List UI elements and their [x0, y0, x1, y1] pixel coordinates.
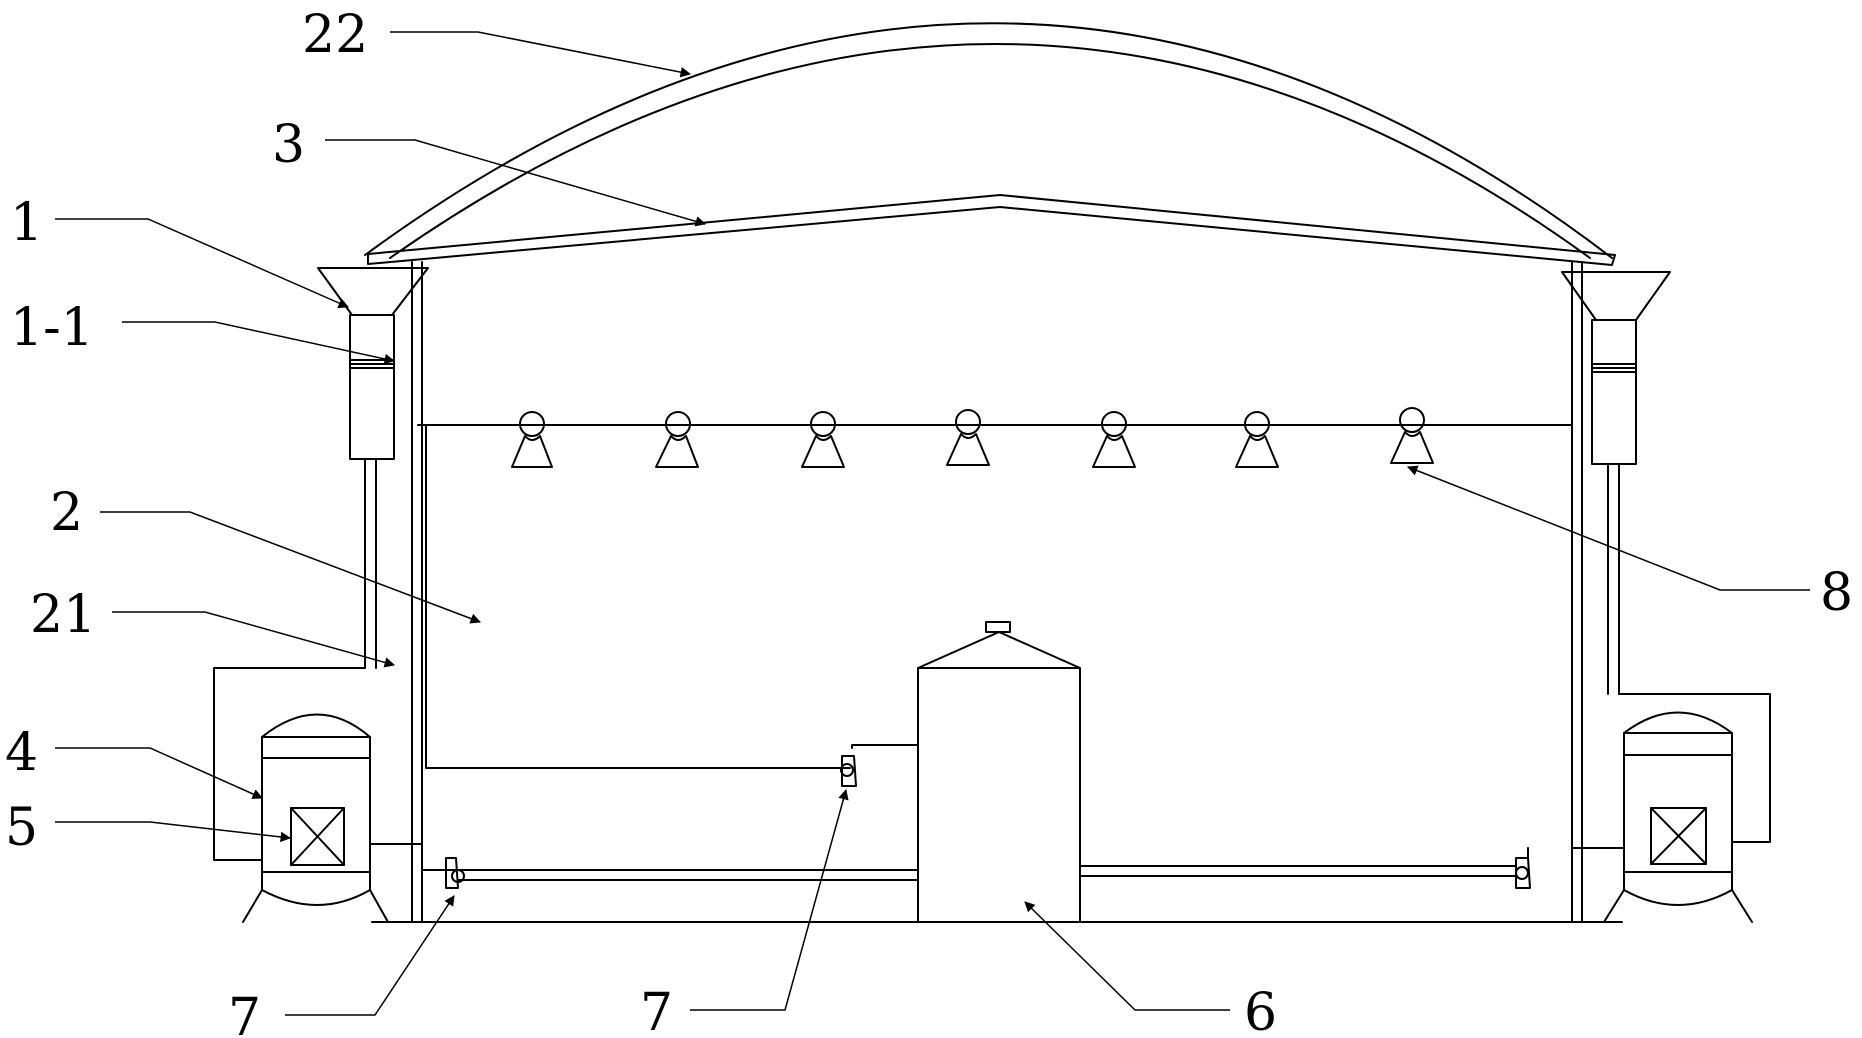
- left-funnel-assembly: [317, 267, 429, 669]
- water-tank: [917, 621, 1081, 923]
- spray-nozzles: [511, 407, 1434, 468]
- building-walls: [371, 261, 1623, 923]
- right-tank: [1571, 693, 1771, 923]
- label-8: 8: [1820, 563, 1853, 623]
- nozzle: [511, 411, 553, 468]
- nozzle: [1235, 411, 1279, 468]
- label-5: 5: [5, 798, 38, 858]
- pump-center: [840, 755, 857, 787]
- label-22: 22: [302, 5, 368, 65]
- left-tank: [213, 667, 423, 923]
- label-2: 2: [50, 483, 83, 543]
- label-7-center: 7: [640, 983, 673, 1038]
- pump-left: [445, 857, 465, 889]
- labels: 22 3 1 1-1 2 21 4 5 7 7 6 8: [5, 5, 1853, 1038]
- right-fan-box: [1650, 807, 1707, 865]
- nozzle: [946, 409, 990, 466]
- label-4: 4: [5, 723, 38, 783]
- label-7-left: 7: [228, 988, 261, 1038]
- nozzle: [655, 411, 699, 468]
- nozzle: [801, 411, 845, 468]
- label-21: 21: [30, 585, 96, 645]
- leader-lines: [55, 31, 1810, 1016]
- right-funnel-assembly: [1561, 271, 1671, 695]
- arch-cover: [364, 22, 1613, 259]
- label-6: 6: [1244, 983, 1277, 1038]
- label-3: 3: [272, 115, 305, 175]
- label-1: 1: [10, 193, 43, 253]
- nozzle: [1390, 407, 1434, 464]
- label-1-1: 1-1: [10, 298, 94, 358]
- pipe-network: [417, 424, 1573, 881]
- roof: [367, 194, 1616, 266]
- nozzle: [1092, 411, 1136, 468]
- pump-right: [1515, 857, 1531, 889]
